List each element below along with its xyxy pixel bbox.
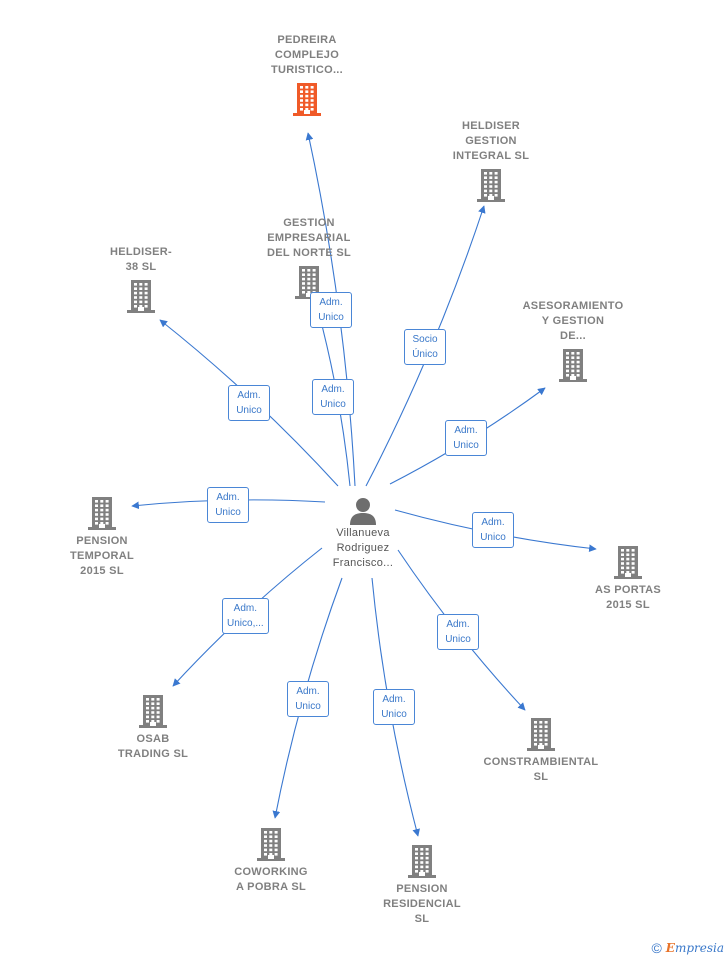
company-name: AS PORTAS 2015 SL (594, 584, 662, 611)
footer-brand: © Empresia (651, 940, 724, 956)
building-icon (527, 718, 555, 751)
company-node-gestion-empresarial[interactable]: GESTION EMPRESARIAL DEL NORTE SL (244, 216, 374, 299)
person-icon (350, 498, 376, 525)
relation-label-osab[interactable]: Adm. Unico,... (222, 598, 269, 634)
company-name: HELDISER- 38 SL (110, 246, 172, 273)
company-node-pension-temporal[interactable]: PENSION TEMPORAL 2015 SL (37, 496, 167, 579)
person-node[interactable]: Villanueva Rodriguez Francisco... (318, 496, 408, 571)
building-icon (293, 83, 321, 116)
building-icon (559, 349, 587, 382)
relation-label-heldiser-gestion[interactable]: Socio Único (404, 329, 446, 365)
building-icon (127, 280, 155, 313)
building-icon (257, 828, 285, 861)
company-node-constrambiental[interactable]: CONSTRAMBIENTAL SL (476, 717, 606, 785)
relation-label-heldiser-38[interactable]: Adm. Unico (228, 385, 270, 421)
relation-label-pension-residencial[interactable]: Adm. Unico (373, 689, 415, 725)
company-name: PENSION RESIDENCIAL SL (383, 883, 461, 925)
building-icon (139, 695, 167, 728)
company-name: CONSTRAMBIENTAL SL (483, 756, 599, 783)
company-node-asesoramiento[interactable]: ASESORAMIENTO Y GESTION DE... (508, 299, 638, 382)
person-name: Villanueva Rodriguez Francisco... (332, 527, 394, 569)
relation-label-as-portas[interactable]: Adm. Unico (472, 512, 514, 548)
company-name: PENSION TEMPORAL 2015 SL (69, 535, 135, 577)
building-icon (614, 546, 642, 579)
relation-label-constrambiental[interactable]: Adm. Unico (437, 614, 479, 650)
company-node-as-portas[interactable]: AS PORTAS 2015 SL (563, 545, 693, 613)
company-node-coworking[interactable]: COWORKING A POBRA SL (206, 827, 336, 895)
company-name: COWORKING A POBRA SL (234, 866, 308, 893)
company-name: ASESORAMIENTO Y GESTION DE... (522, 300, 624, 342)
building-icon (88, 497, 116, 530)
company-node-pension-residencial[interactable]: PENSION RESIDENCIAL SL (357, 844, 487, 927)
company-node-heldiser-38[interactable]: HELDISER- 38 SL (76, 245, 206, 313)
copyright-icon: © (651, 940, 662, 956)
relation-label-pension-temporal[interactable]: Adm. Unico (207, 487, 249, 523)
relation-label-pedreira[interactable]: Adm. Unico (312, 379, 354, 415)
company-node-osab[interactable]: OSAB TRADING SL (88, 694, 218, 762)
relation-label-coworking[interactable]: Adm. Unico (287, 681, 329, 717)
building-icon (408, 845, 436, 878)
company-name: OSAB TRADING SL (117, 733, 189, 760)
building-icon (477, 169, 505, 202)
relation-label-gestion-empresarial[interactable]: Adm. Unico (310, 292, 352, 328)
company-name: PEDREIRA COMPLEJO TURISTICO... (270, 34, 344, 76)
company-node-heldiser-gestion[interactable]: HELDISER GESTION INTEGRAL SL (426, 119, 556, 202)
relation-label-asesoramiento[interactable]: Adm. Unico (445, 420, 487, 456)
company-name: HELDISER GESTION INTEGRAL SL (452, 120, 530, 162)
company-node-pedreira[interactable]: PEDREIRA COMPLEJO TURISTICO... (242, 33, 372, 116)
brand-logo: Empresia (665, 941, 724, 955)
company-name: GESTION EMPRESARIAL DEL NORTE SL (266, 217, 352, 259)
